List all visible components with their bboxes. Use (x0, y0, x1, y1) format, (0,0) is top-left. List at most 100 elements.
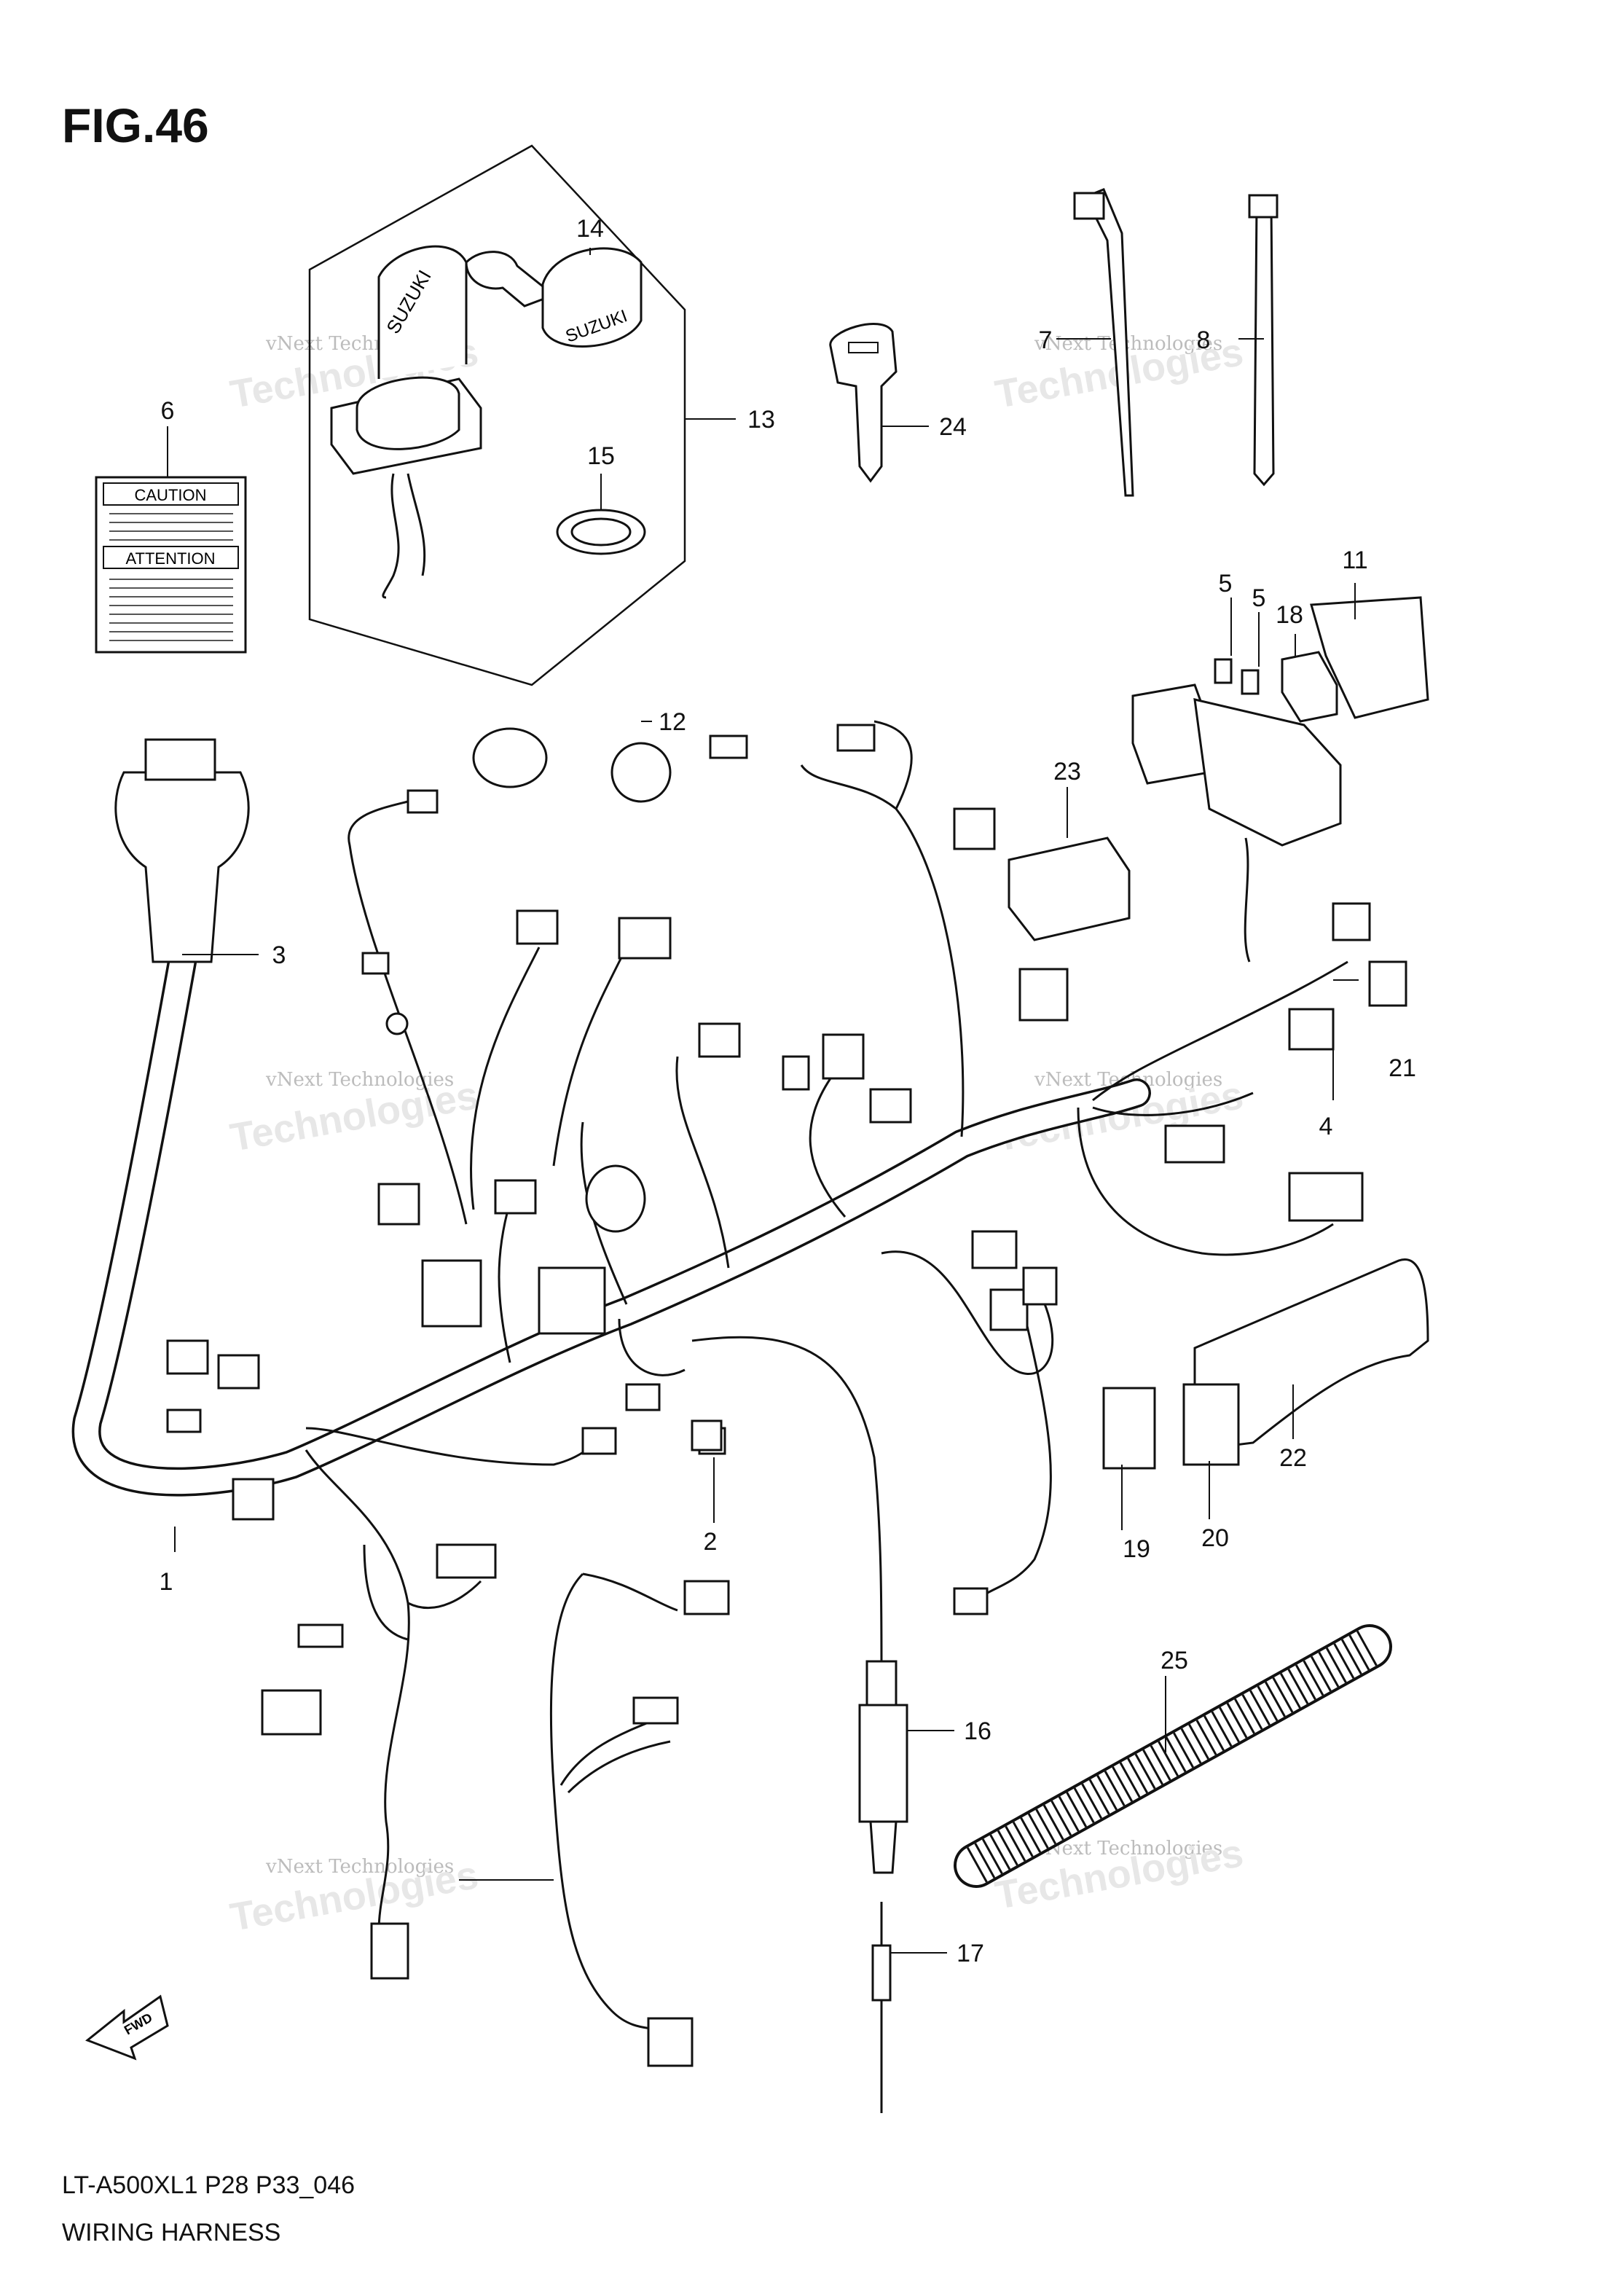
connector (166, 1339, 209, 1375)
connector (989, 1288, 1029, 1331)
key-icon (829, 323, 898, 483)
callout-14: 14 (576, 215, 604, 243)
connector (217, 1354, 260, 1390)
relay-part (1281, 651, 1338, 723)
section-name: WIRING HARNESS (62, 2219, 280, 2246)
connector (538, 1266, 606, 1335)
callout-8: 8 (1197, 326, 1211, 354)
connector (1164, 1124, 1225, 1164)
watermark-3: vNext Technologies Technologies (227, 1069, 482, 1160)
fwd-arrow-icon: FWD (85, 1994, 169, 2061)
mounting-plate-part (1193, 1258, 1429, 1451)
connector-part-2 (691, 1419, 723, 1451)
connector (953, 807, 996, 850)
callout-2: 2 (704, 1528, 718, 1556)
cable-tie-part (1248, 194, 1279, 487)
connector (1368, 960, 1407, 1007)
connector (625, 1383, 661, 1411)
callout-15: 15 (587, 442, 615, 470)
connector (698, 1022, 741, 1058)
callout-23: 23 (1053, 758, 1081, 785)
model-code: LT-A500XL1 P28 P33_046 (62, 2171, 355, 2199)
fuse-box-holder (1193, 698, 1342, 847)
cable-tie-clamp-part (1073, 188, 1134, 497)
ignition-cover (377, 245, 468, 379)
connector (869, 1088, 912, 1124)
callout-24: 24 (939, 413, 967, 441)
connector (1288, 1172, 1364, 1222)
connector (581, 1427, 617, 1455)
connector (494, 1179, 537, 1215)
connector (516, 909, 559, 945)
connector (709, 734, 748, 759)
callout-18: 18 (1276, 601, 1303, 629)
connector (647, 2017, 694, 2067)
callout-4: 4 (1319, 1113, 1333, 1140)
harness-boot (114, 771, 250, 963)
callout-5b: 5 (1252, 584, 1266, 612)
connector (822, 1033, 865, 1080)
callout-5a: 5 (1219, 570, 1233, 597)
callout-16: 16 (964, 1717, 991, 1745)
callout-3: 3 (272, 941, 286, 969)
harness-connectors (166, 724, 1407, 2067)
main-wiring-harness (71, 720, 1348, 2034)
socket-part (472, 727, 548, 788)
figure-title: FIG.46 (62, 98, 209, 152)
main-connector (144, 738, 216, 781)
ignition-switch-kit: SUZUKI SUZUKI (308, 144, 686, 686)
ground-terminal (385, 1012, 409, 1035)
connector (953, 1587, 989, 1615)
coupler-part-19 (1102, 1387, 1156, 1470)
connector (971, 1230, 1018, 1269)
connector (1018, 968, 1069, 1022)
fuse-box-assembly (1131, 596, 1429, 963)
callout-12: 12 (659, 708, 686, 736)
watermark-5: vNext Technologies Technologies (227, 1853, 482, 1940)
corrugated-tube-part (954, 1624, 1392, 1888)
callout-7: 7 (1039, 326, 1053, 354)
callout-19: 19 (1123, 1535, 1150, 1563)
connector (436, 1543, 497, 1579)
connector (421, 1259, 482, 1328)
callout-21: 21 (1389, 1054, 1416, 1082)
starter-relay-part (1008, 836, 1131, 941)
callout-11: 11 (1342, 546, 1367, 574)
connector (166, 1408, 202, 1433)
caution-label-part: CAUTION ATTENTION (95, 476, 247, 654)
connector (782, 1055, 810, 1091)
key-icon (465, 251, 556, 307)
switch-cap-part (541, 247, 643, 348)
caution-text: CAUTION (135, 486, 207, 504)
connector (1022, 1266, 1058, 1306)
connector (1332, 902, 1371, 941)
connector (1288, 1008, 1335, 1051)
callout-20: 20 (1201, 1524, 1229, 1552)
connector (836, 724, 876, 752)
leader-lines (167, 248, 1359, 1954)
oxygen-sensor-part (858, 1660, 908, 1874)
callout-17: 17 (957, 1940, 984, 1967)
callouts: 1 2 3 4 5 5 6 7 8 11 12 13 14 15 16 17 1… (160, 215, 1416, 1967)
connector (618, 917, 672, 960)
fuse-bracket-part (1310, 596, 1429, 719)
connector (632, 1696, 679, 1725)
kit-outline (308, 144, 686, 686)
fuse-part (1214, 658, 1233, 684)
callout-6: 6 (161, 397, 175, 425)
connector (297, 1623, 344, 1648)
connector (370, 1922, 409, 1980)
connector (407, 789, 439, 814)
callout-1: 1 (160, 1568, 173, 1596)
connector (232, 1478, 275, 1521)
connector (361, 952, 390, 975)
spring-part (871, 1902, 892, 2113)
connector (683, 1580, 730, 1615)
callout-13: 13 (747, 406, 775, 434)
watermarks: vNext Technologies Technologies vNext Te… (227, 330, 1246, 1940)
attention-text: ATTENTION (125, 549, 215, 568)
fuse-part (1241, 669, 1260, 695)
coupler-part-20 (1182, 1383, 1240, 1466)
